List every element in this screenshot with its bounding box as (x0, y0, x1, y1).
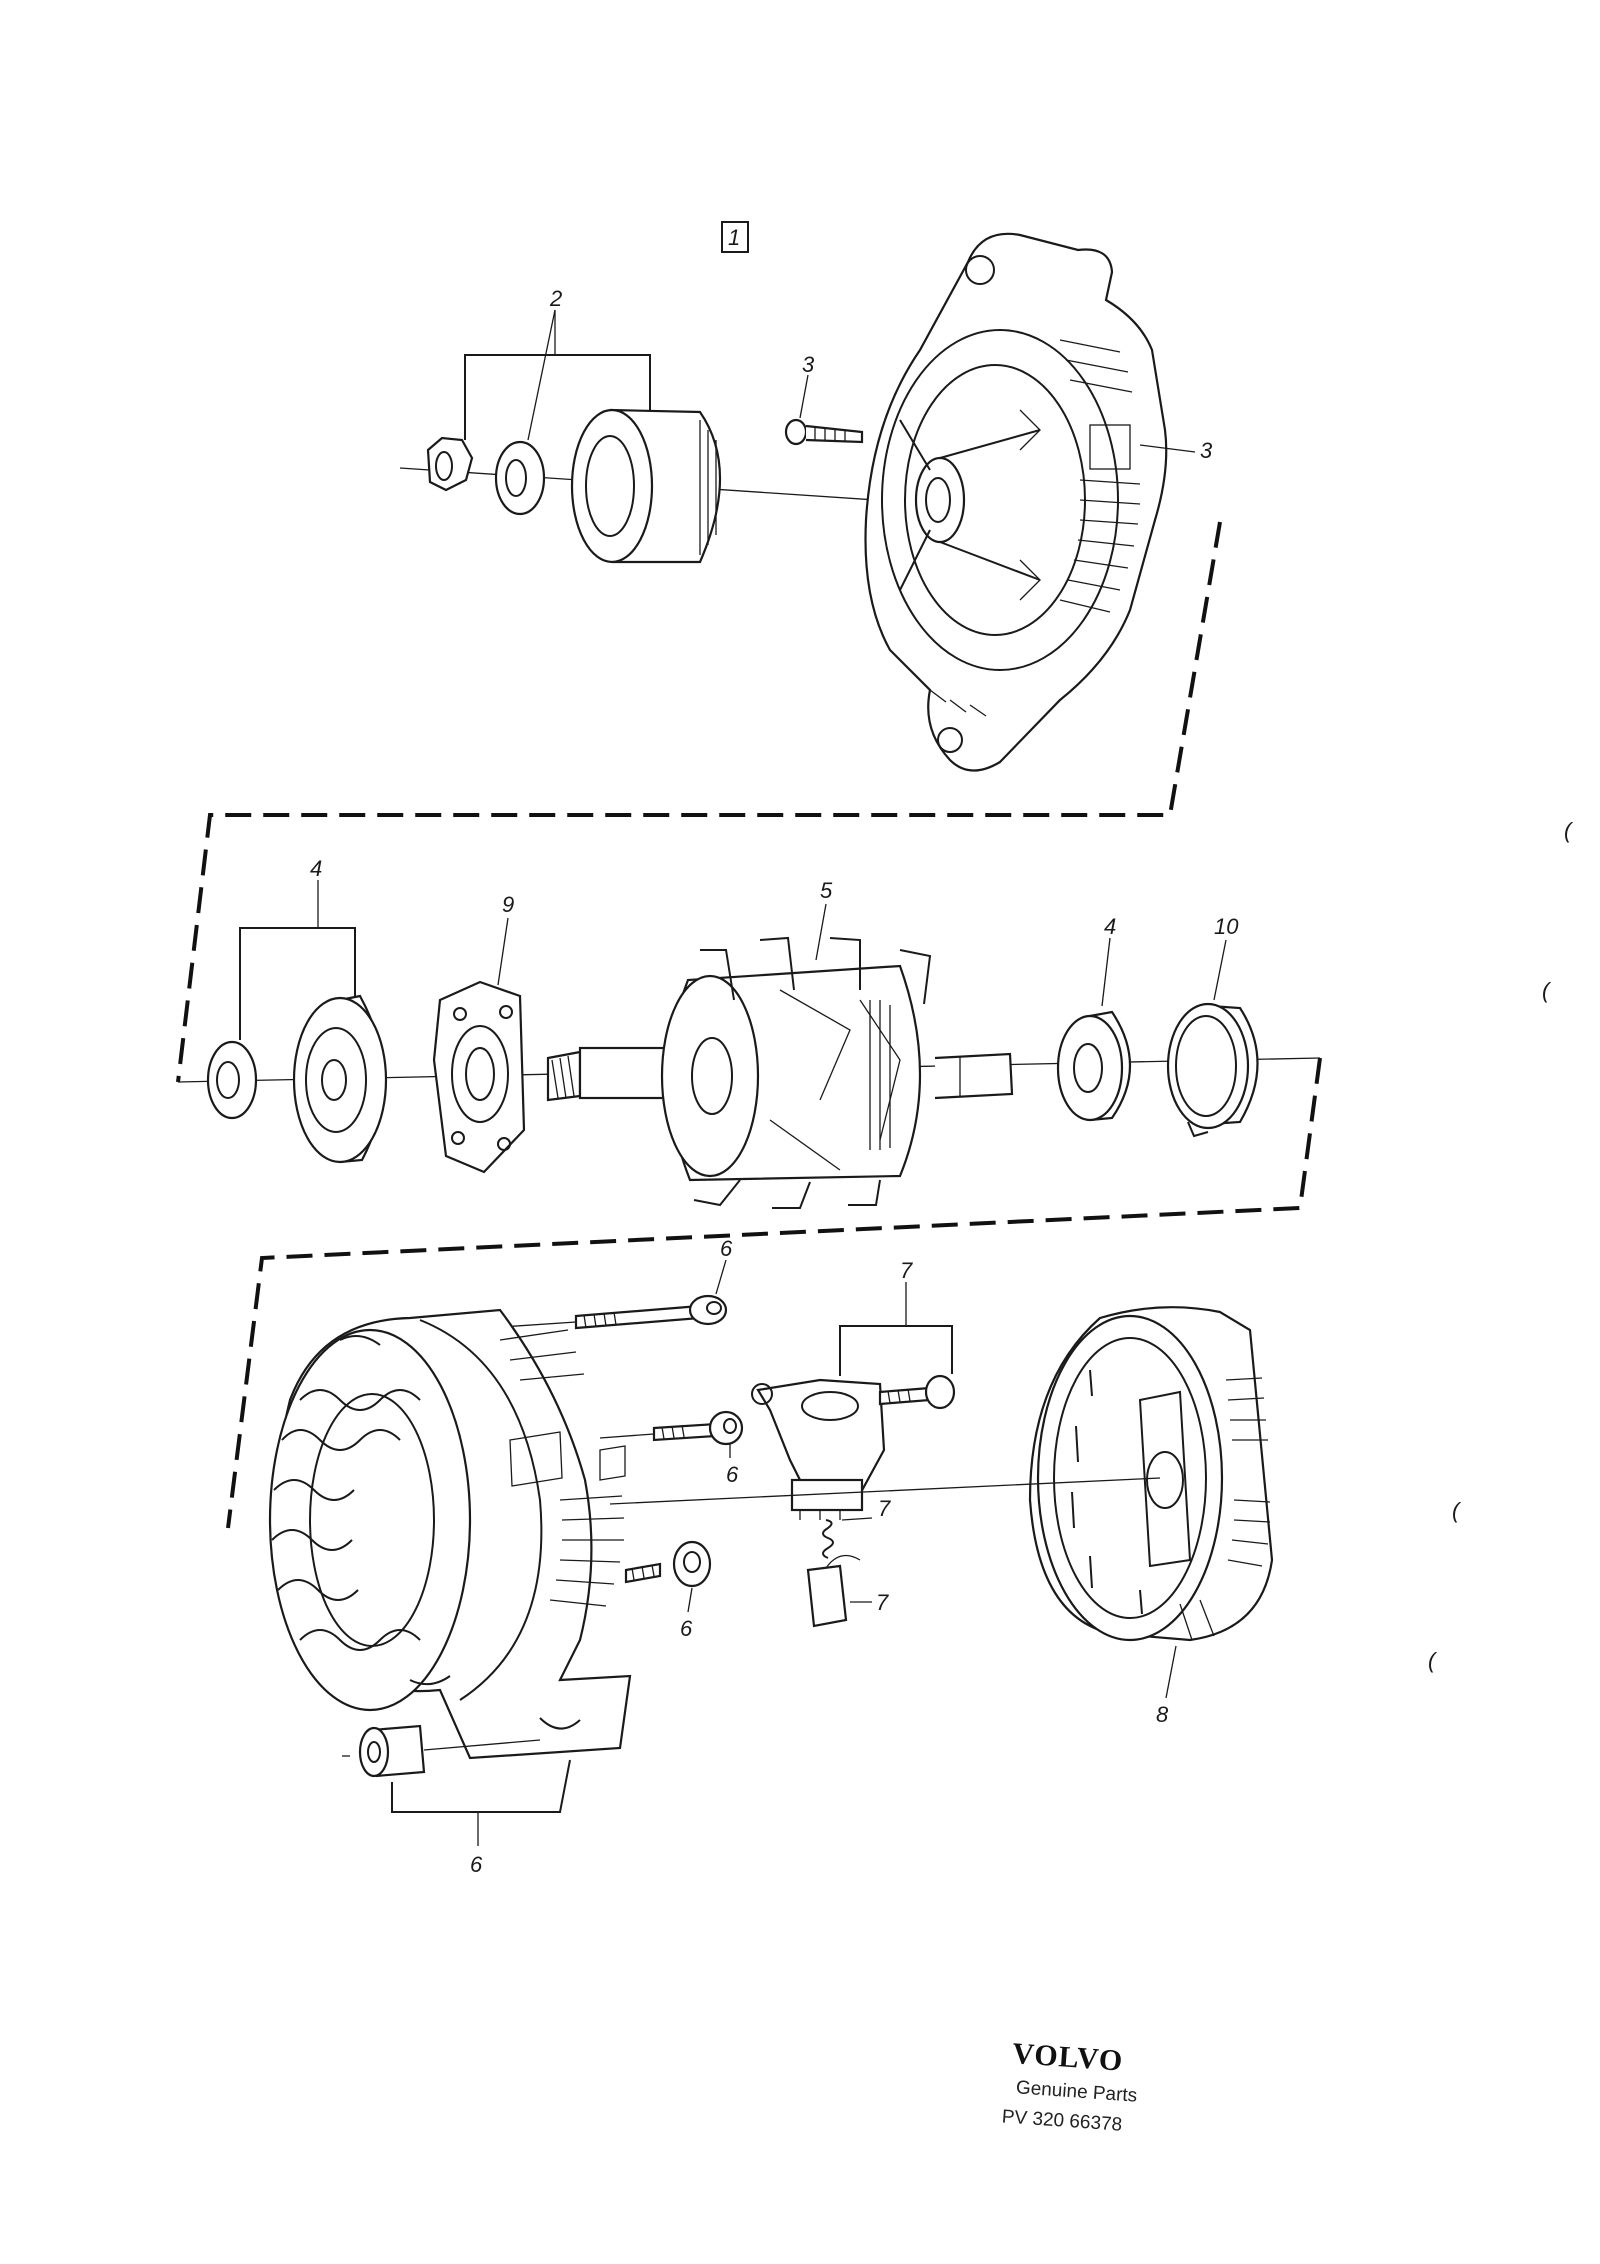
callout-6-nut: 6 (680, 1616, 693, 1641)
callout-3-screw: 3 (802, 352, 815, 377)
callout-bracket-4 (239, 927, 356, 1040)
callout-10: 10 (1214, 914, 1239, 939)
footer-brand-block: VOLVO Genuine Parts PV 320 66378 (1001, 2037, 1138, 2136)
callout-3-housing: 3 (1200, 438, 1213, 463)
stator-housing-fins (499, 1329, 625, 1607)
margin-mark-1: ( (1564, 818, 1574, 843)
bearing-sleeve (1166, 939, 1259, 1138)
callout-6-mid-bolt: 6 (726, 1462, 739, 1487)
assembly-connector-1 (176, 521, 1222, 1083)
ball-bearing-drive-end (292, 994, 388, 1164)
shield-cooling-fins (929, 339, 1141, 717)
pulley (570, 408, 721, 564)
brush-spring (822, 1517, 873, 1559)
callout-7-brush: 7 (876, 1590, 889, 1615)
shield-screw (784, 374, 864, 446)
margin-mark-3: ( (1452, 1498, 1462, 1523)
lower-axis-line (609, 1477, 1161, 1505)
cover-slots (1071, 1369, 1143, 1615)
callout-7-top: 7 (900, 1258, 913, 1283)
callout-4-left: 4 (310, 856, 322, 881)
callout-bracket-7 (839, 1325, 953, 1376)
terminal-nut (624, 1540, 712, 1613)
callout-bracket-2 (464, 354, 651, 440)
pulley-nut (426, 436, 474, 492)
carbon-brush (806, 1554, 872, 1628)
stator-windings (271, 1335, 451, 1686)
assembly-connector-2 (226, 1057, 1322, 1529)
margin-mark-4: ( (1428, 1648, 1438, 1673)
rotor (546, 903, 1014, 1209)
callout-7-spring: 7 (878, 1496, 891, 1521)
regulator-screw (878, 1374, 956, 1410)
insulating-sleeve (342, 1724, 541, 1778)
callout-2: 2 (549, 286, 562, 311)
brand-tagline: Genuine Parts (1015, 2077, 1138, 2106)
callout-6-long-bolt: 6 (720, 1236, 733, 1261)
rectifier-bolt (599, 1410, 744, 1458)
callout-4-right: 4 (1104, 914, 1116, 939)
spacer-ring (206, 1040, 258, 1120)
callout-bracket-6-bottom (391, 1759, 571, 1813)
bearing-retainer-plate (432, 917, 526, 1174)
slip-ring-end-cover (1028, 1306, 1274, 1699)
callout-5: 5 (820, 878, 833, 903)
margin-mark-2: ( (1542, 978, 1552, 1003)
callout-9: 9 (502, 892, 514, 917)
callout-8: 8 (1156, 1702, 1169, 1727)
rotor-claw-poles (693, 936, 932, 1209)
figure-index-box: 1 (721, 221, 749, 253)
callout-6-bottom: 6 (470, 1852, 483, 1877)
drive-end-shield (864, 232, 1196, 772)
brand-logo: VOLVO (1011, 2037, 1124, 2078)
part-code: PV 320 66378 (1001, 2106, 1123, 2135)
stator-housing (268, 1308, 632, 1760)
cover-fins (1179, 1377, 1271, 1641)
voltage-regulator (751, 1378, 886, 1520)
ball-bearing-slip-ring-end (1056, 937, 1131, 1122)
pulley-washer (494, 440, 546, 516)
pulley-group (399, 309, 951, 564)
figure-index-label: 1 (728, 225, 740, 250)
